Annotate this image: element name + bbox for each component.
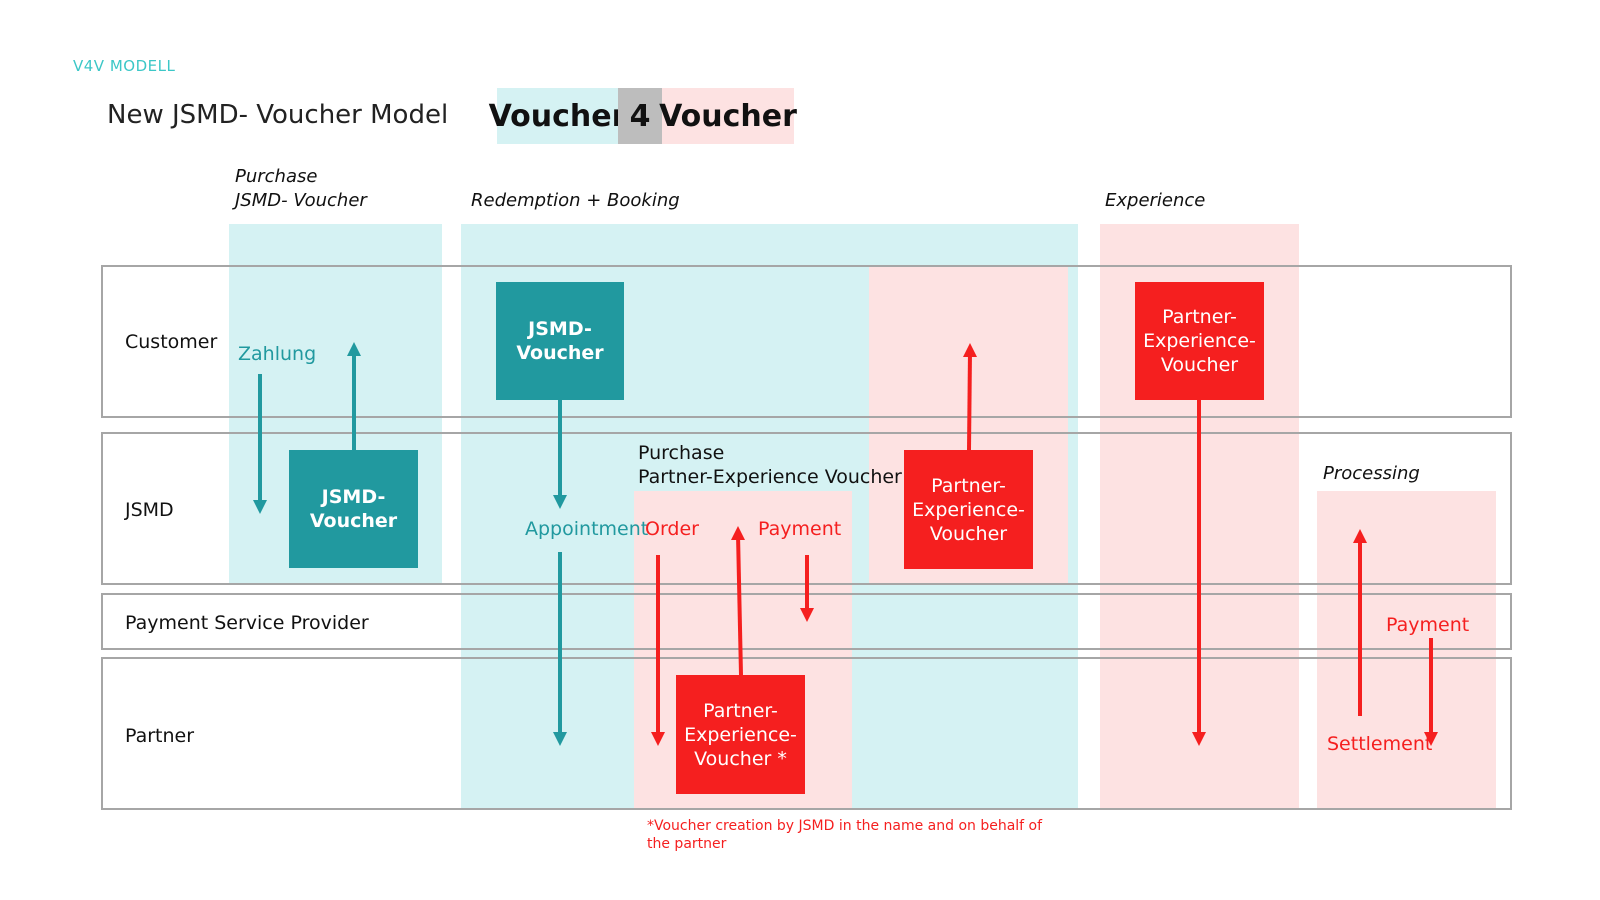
partner-voucher-box-jsmd: Partner-Experience-Voucher [904,450,1033,569]
partner-voucher-box-customer: Partner-Experience-Voucher [1135,282,1264,400]
label-payment-processing: Payment [1386,614,1470,636]
phase-title-purchase-line2: JSMD- Voucher [235,190,367,211]
phase-title-purchase-partner-line1: Purchase [638,442,725,464]
jsmd-voucher-box-jsmd: JSMD-Voucher [289,450,418,568]
v4v-badge: Voucher 4 Voucher [489,88,797,144]
box-line: Voucher [516,342,604,364]
lane-label-customer: Customer [125,331,218,353]
footnote: *Voucher creation by JSMD in the name an… [647,817,1042,853]
partner-voucher-box-partner: Partner-Experience-Voucher * [676,675,805,794]
box-line: Experience- [684,723,797,746]
box-line: Experience- [1143,330,1256,352]
v4v-badge-left: Voucher [489,88,626,144]
box-line: Partner- [1162,306,1237,328]
phase-title-purchase-partner: Purchase Partner-Experience Voucher [638,441,902,489]
lane-label-partner: Partner [125,725,195,747]
phase-title-purchase-line1: Purchase [235,166,318,187]
phase-bg-processing [1317,491,1496,810]
v4v-badge-right: Voucher [659,88,797,144]
page-title: New JSMD- Voucher Model [107,100,449,130]
phase-title-processing: Processing [1323,463,1420,484]
box-line: Partner- [931,474,1006,497]
label-settlement: Settlement [1327,733,1433,755]
footnote-line1: *Voucher creation by JSMD in the name an… [647,818,1043,834]
phase-title-experience: Experience [1105,190,1206,211]
box-line: Voucher * [694,747,787,770]
box-line: Partner- [703,699,778,722]
phase-title-purchase: Purchase JSMD- Voucher [235,165,367,213]
box-line: JSMD- [528,318,592,340]
box-line: Voucher [929,522,1008,545]
lane-label-payment-service-provider: Payment Service Provider [125,612,369,634]
lane-partner [101,657,1512,810]
phase-title-purchase-partner-line2: Partner-Experience Voucher [638,466,902,488]
label-order: Order [645,518,699,540]
lane-label-jsmd: JSMD [125,499,174,521]
v4v-badge-middle: 4 [618,88,662,144]
label-appointment: Appointment [525,518,649,540]
box-line: JSMD- [321,486,386,508]
jsmd-voucher-box-customer: JSMD-Voucher [496,282,624,400]
footnote-line2: the partner [647,836,727,852]
label-zahlung: Zahlung [238,343,317,365]
box-line: Voucher [309,510,398,532]
box-line: Voucher [1160,354,1239,376]
box-line: Experience- [912,498,1025,521]
lane-customer [101,265,1512,418]
label-payment-jsmd: Payment [758,518,842,540]
eyebrow-label: V4V MODELL [73,57,176,75]
phase-title-redemption: Redemption + Booking [471,190,680,211]
